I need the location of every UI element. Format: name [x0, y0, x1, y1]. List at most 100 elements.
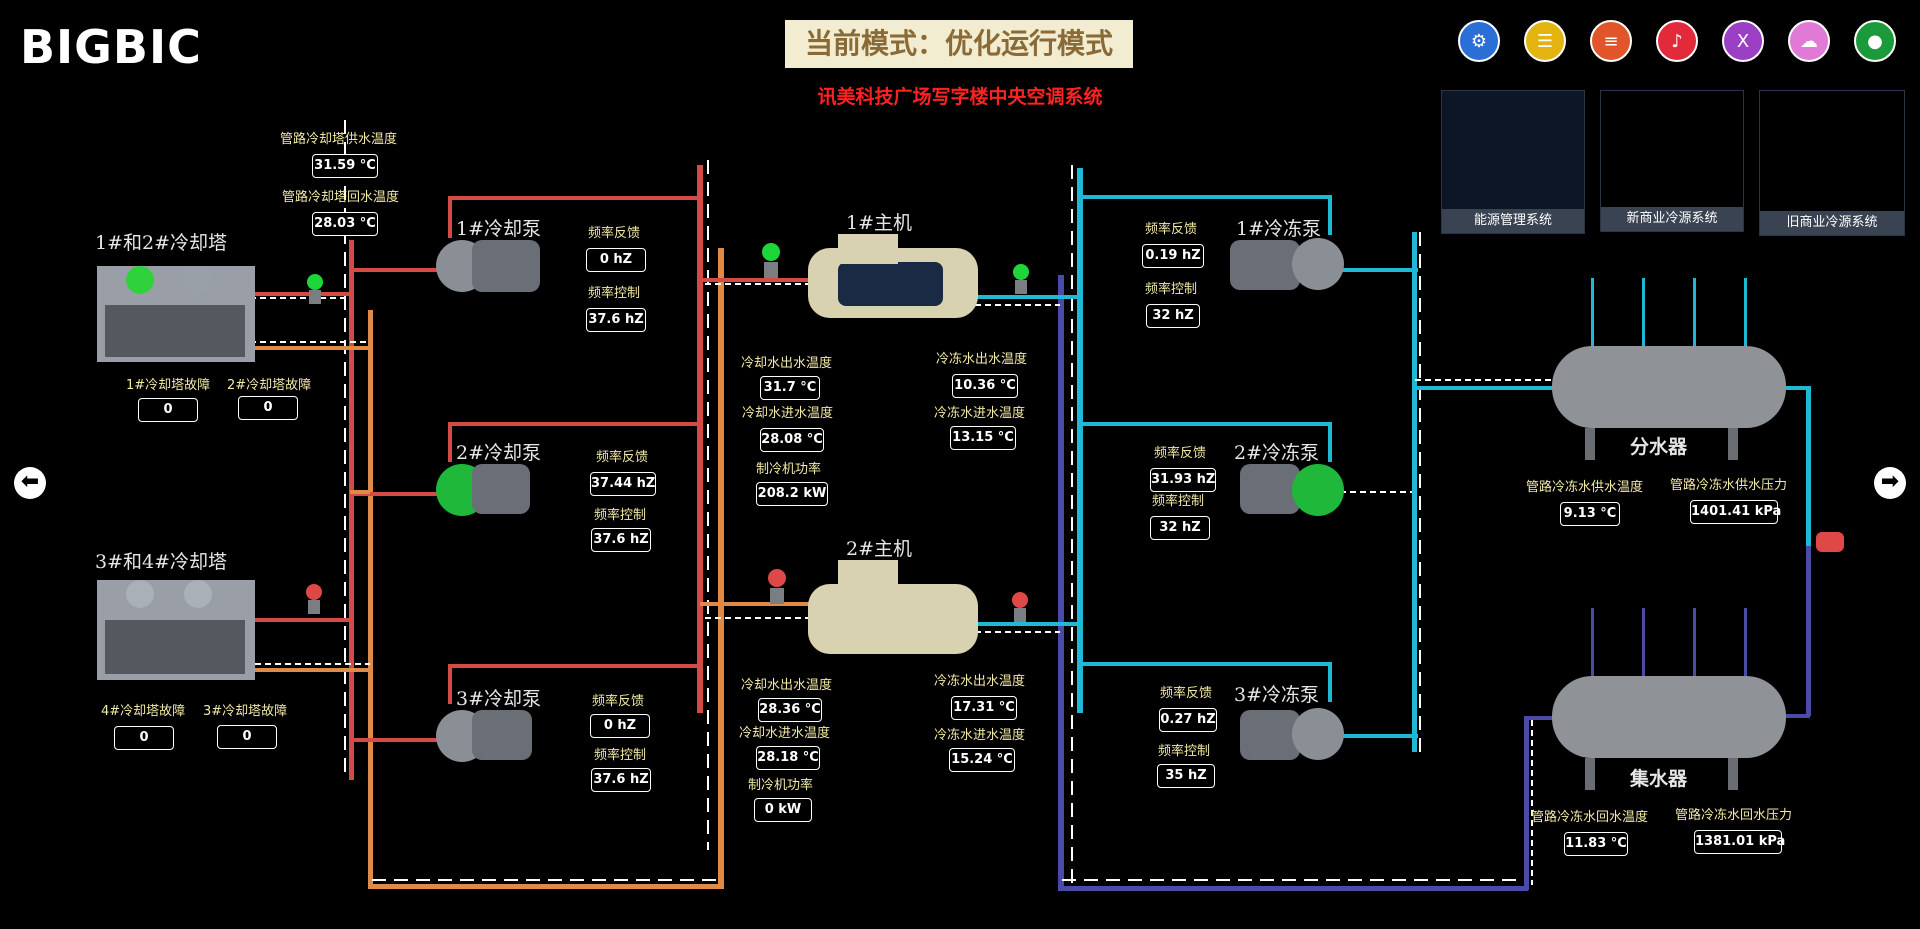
supply-header-name: 分水器 — [1630, 436, 1688, 458]
chw-supply-temp-value: 9.13 °C — [1560, 502, 1620, 526]
thumb-old-commercial[interactable]: 旧商业冷源系统 — [1759, 90, 1905, 236]
thumb-label: 旧商业冷源系统 — [1760, 211, 1904, 235]
thumb-energy-management[interactable]: 能源管理系统 — [1441, 90, 1585, 234]
chiller-1-cw-in-label: 冷却水进水温度 — [742, 406, 834, 421]
chilled-pump-3-name: 3#冷冻泵 — [1234, 684, 1320, 706]
thumb-label: 新商业冷源系统 — [1601, 207, 1743, 231]
cooling-pump-1-ctl-label: 频率控制 — [588, 286, 641, 301]
chilled-pump-1-graphic — [1230, 238, 1344, 290]
supply-header-graphic — [1552, 346, 1786, 460]
chiller-1-chw-out-label: 冷冻水出水温度 — [936, 352, 1028, 367]
chiller-2-power-value: 0 kW — [754, 798, 812, 822]
chiller-2-cw-in-value: 28.18 °C — [756, 746, 820, 770]
chw-supply-press-label: 管路冷冻水供水压力 — [1670, 478, 1788, 493]
chilled-pump-1-fb-value: 0.19 hZ — [1142, 244, 1204, 268]
chiller-1-chw-out-value: 10.36 °C — [952, 374, 1018, 398]
tower3-fault-label: 3#冷却塔故障 — [203, 704, 288, 719]
tower3-fault-value: 0 — [217, 725, 277, 749]
chilled-pump-1-ctl-value: 32 hZ — [1146, 304, 1200, 328]
user-icon[interactable]: ● — [1854, 20, 1896, 62]
chiller-2-power-label: 制冷机功率 — [748, 778, 814, 793]
chiller-1-graphic — [808, 234, 978, 318]
chiller-2-name: 2#主机 — [846, 538, 913, 560]
tower-supply-temp-value: 31.59 °C — [312, 154, 378, 178]
excel-icon[interactable]: X — [1722, 20, 1764, 62]
chilled-pump-1-fb-label: 频率反馈 — [1145, 222, 1198, 237]
chilled-pump-2-fb-value: 31.93 hZ — [1150, 468, 1216, 492]
chiller-2-cw-out-label: 冷却水出水温度 — [741, 678, 833, 693]
thumb-label: 能源管理系统 — [1442, 209, 1584, 233]
cooling-pump-1-graphic — [436, 240, 540, 292]
chiller-1-chw-in-label: 冷冻水进水温度 — [934, 406, 1026, 421]
chiller-1-cw-out-label: 冷却水出水温度 — [741, 356, 833, 371]
chw-return-temp-value: 11.83 °C — [1564, 832, 1628, 856]
cooling-pump-2-fb-value: 37.44 hZ — [590, 472, 656, 496]
chilled-pump-2-ctl-value: 32 hZ — [1150, 516, 1210, 540]
chw-supply-temp-label: 管路冷冻水供水温度 — [1526, 480, 1644, 495]
chiller-2-chw-out-value: 17.31 °C — [951, 696, 1017, 720]
list-icon[interactable]: ☰ — [1524, 20, 1566, 62]
chiller-2-graphic — [808, 560, 978, 654]
cooling-pump-2-ctl-value: 37.6 hZ — [591, 528, 651, 552]
chiller-1-cw-in-value: 28.08 °C — [760, 428, 824, 452]
chilled-pump-2-name: 2#冷冻泵 — [1234, 442, 1320, 464]
chiller-1-chw-in-value: 13.15 °C — [950, 426, 1016, 450]
tower-supply-temp-label: 管路冷却塔供水温度 — [280, 132, 398, 147]
chiller-1-cw-out-value: 31.7 °C — [760, 376, 820, 400]
chilled-pump-2-fb-label: 频率反馈 — [1154, 446, 1207, 461]
system-title: 讯美科技广场写字楼中央空调系统 — [817, 86, 1103, 108]
cooling-pump-3-name: 3#冷却泵 — [456, 688, 542, 710]
tower4-fault-label: 4#冷却塔故障 — [101, 704, 186, 719]
chiller-2-chw-in-value: 15.24 °C — [949, 748, 1015, 772]
cooling-pump-3-ctl-label: 频率控制 — [594, 748, 647, 763]
tower-group-2-title: 3#和4#冷却塔 — [95, 551, 228, 573]
cooling-tower-1-2 — [97, 266, 255, 362]
tower-return-temp-value: 28.03 °C — [312, 212, 378, 236]
cooling-pump-3-fb-label: 频率反馈 — [592, 694, 645, 709]
chilled-pump-3-fb-value: 0.27 hZ — [1159, 708, 1217, 732]
cooling-pump-3-graphic — [436, 710, 532, 762]
cooling-pump-2-ctl-label: 频率控制 — [594, 508, 647, 523]
chiller-1-power-label: 制冷机功率 — [756, 462, 822, 477]
settings-icon[interactable]: ⚙ — [1458, 20, 1500, 62]
tower1-fault-label: 1#冷却塔故障 — [126, 378, 211, 393]
chiller-2-chw-out-label: 冷冻水出水温度 — [934, 674, 1026, 689]
chilled-pump-1-name: 1#冷冻泵 — [1236, 218, 1322, 240]
cooling-pump-3-ctl-value: 37.6 hZ — [591, 768, 651, 792]
tower-group-1-title: 1#和2#冷却塔 — [95, 232, 228, 254]
tower2-fault-value: 0 — [238, 396, 298, 420]
return-header-graphic — [1552, 676, 1786, 790]
thumb-new-commercial[interactable]: 新商业冷源系统 — [1600, 90, 1744, 232]
chw-supply-press-value: 1401.41 kPa — [1690, 500, 1781, 524]
cloud-icon[interactable]: ☁ — [1788, 20, 1830, 62]
cooling-pump-3-fb-value: 0 hZ — [590, 714, 650, 738]
chw-return-press-label: 管路冷冻水回水压力 — [1675, 808, 1793, 823]
cooling-pump-1-name: 1#冷却泵 — [456, 218, 542, 240]
tower4-fault-value: 0 — [114, 726, 174, 750]
cooling-pump-1-ctl-value: 37.6 hZ — [586, 308, 646, 332]
cooling-pump-1-fb-label: 频率反馈 — [588, 226, 641, 241]
chilled-pump-2-graphic — [1240, 464, 1344, 516]
chilled-pump-1-ctl-label: 频率控制 — [1145, 282, 1198, 297]
chw-return-press-value: 1381.01 kPa — [1694, 830, 1785, 854]
chiller-2-cw-in-label: 冷却水进水温度 — [739, 726, 831, 741]
logo: BIGBIC — [20, 20, 202, 74]
chilled-pump-3-fb-label: 频率反馈 — [1160, 686, 1213, 701]
cooling-pump-2-graphic — [436, 464, 530, 516]
chiller-2-chw-in-label: 冷冻水进水温度 — [934, 728, 1026, 743]
next-arrow-icon[interactable]: ➡ — [1874, 467, 1906, 499]
database-icon[interactable]: ≡ — [1590, 20, 1632, 62]
bell-icon[interactable]: ♪ — [1656, 20, 1698, 62]
tower2-fault-label: 2#冷却塔故障 — [227, 378, 312, 393]
cooling-pump-1-fb-value: 0 hZ — [586, 248, 646, 272]
cooling-pump-2-name: 2#冷却泵 — [456, 442, 542, 464]
chilled-pump-3-graphic — [1240, 708, 1344, 760]
tower1-fault-value: 0 — [138, 398, 198, 422]
cooling-pump-2-fb-label: 频率反馈 — [596, 450, 649, 465]
chiller-1-power-value: 208.2 kW — [756, 482, 828, 506]
chilled-pump-2-ctl-label: 频率控制 — [1152, 494, 1205, 509]
mode-banner: 当前模式：优化运行模式 — [785, 20, 1133, 68]
prev-arrow-icon[interactable]: ⬅ — [14, 467, 46, 499]
chiller-1-name: 1#主机 — [846, 212, 913, 234]
